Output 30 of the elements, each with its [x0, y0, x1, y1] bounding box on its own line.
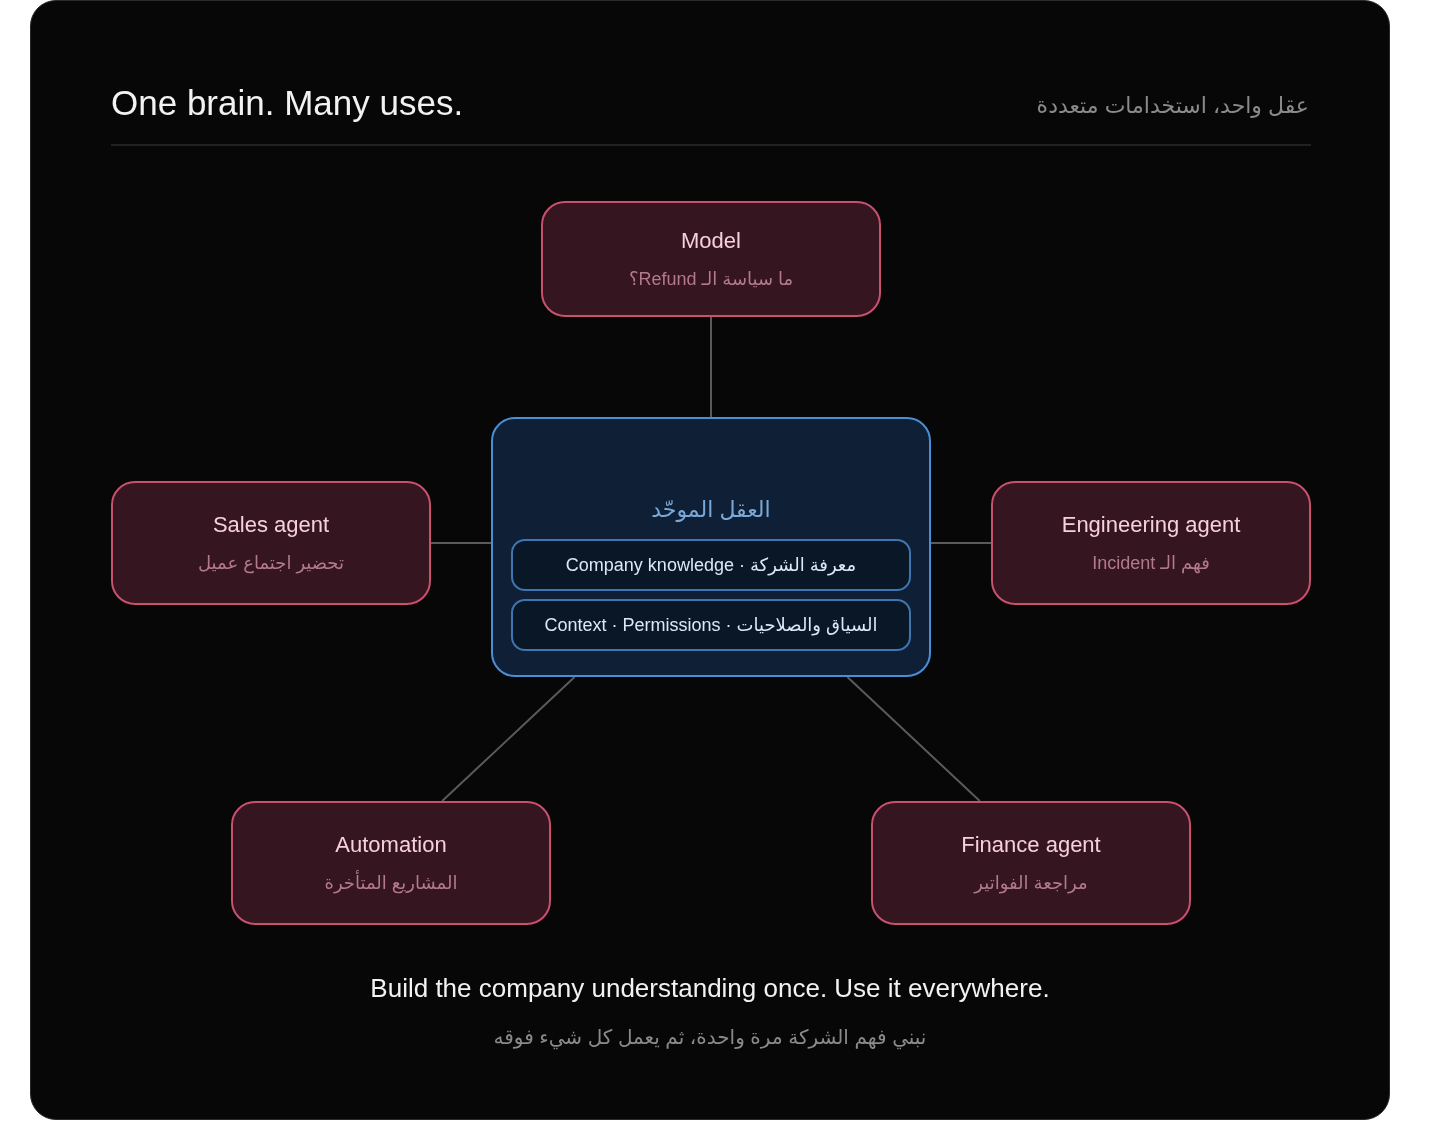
node-title: Company knowledge · معرفة الشركة — [565, 554, 857, 576]
agent-box — [231, 801, 551, 925]
node-title: Model — [681, 228, 741, 254]
node-subtitle: المشاريع المتأخرة — [324, 872, 458, 894]
node-subtitle: تحضير اجتماع عميل — [198, 552, 344, 574]
subtitle: عقل واحد، استخدامات متعددة — [1036, 93, 1309, 119]
diagram-title: One brain. Many uses. — [111, 83, 464, 123]
connector-line — [846, 676, 981, 802]
connector-line — [930, 542, 992, 545]
agent-box — [541, 201, 881, 317]
agent-box — [991, 481, 1311, 605]
node-subtitle: فهم الـ Incident — [1092, 552, 1210, 574]
node-subtitle: ما سياسة الـ Refund؟ — [628, 268, 794, 290]
node-title: Context · Permissions · السياق والصلاحيات — [544, 614, 878, 636]
caption-translation: نبني فهم الشركة مرة واحدة، ثم يعمل كل شيء فوقه — [492, 1025, 928, 1049]
context-pill — [511, 599, 911, 651]
connector-line — [430, 542, 492, 545]
hub-box — [491, 417, 931, 677]
node-title: Engineering agent — [1061, 512, 1241, 538]
connector-line — [441, 676, 576, 802]
node-title: العقل الموحّد — [651, 497, 771, 523]
context-pill — [511, 539, 911, 591]
caption: Build the company understanding once. Use it everywhere. — [369, 973, 1051, 1004]
node-title: Sales agent — [212, 512, 330, 538]
node-title: Finance agent — [961, 832, 1101, 858]
node-title: Automation — [335, 832, 447, 858]
agent-box — [871, 801, 1191, 925]
agent-box — [111, 481, 431, 605]
connector-line — [710, 316, 712, 418]
node-subtitle: مراجعة الفواتير — [974, 872, 1088, 894]
